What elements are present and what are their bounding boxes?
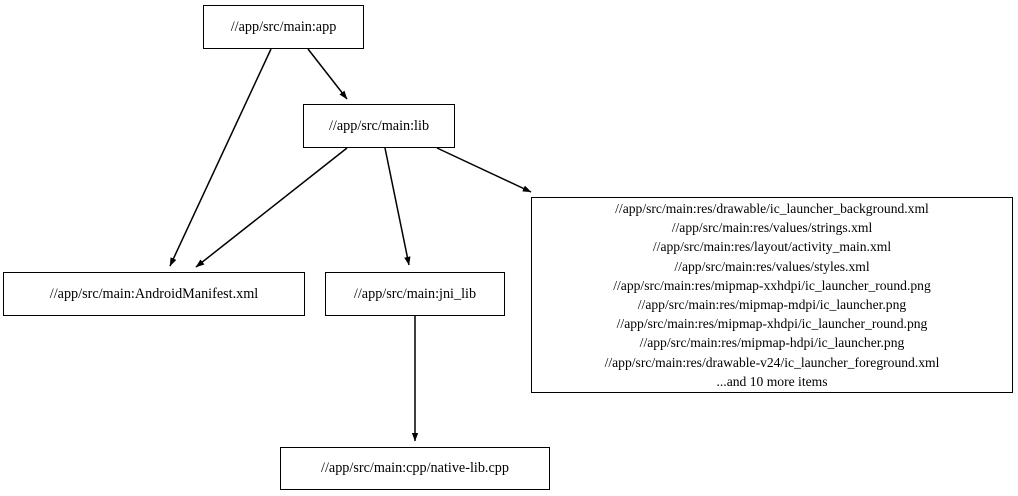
node-jni-lib-label: //app/src/main:jni_lib (353, 285, 477, 302)
node-native-lib-cpp[interactable]: //app/src/main:cpp/native-lib.cpp (280, 447, 550, 490)
node-resources-group[interactable]: //app/src/main:res/drawable/ic_launcher_… (531, 197, 1013, 393)
edge-lib-to-manifest (195, 147, 348, 268)
node-native-lib-cpp-label: //app/src/main:cpp/native-lib.cpp (321, 460, 509, 476)
node-android-manifest-label: //app/src/main:AndroidManifest.xml (49, 285, 259, 302)
node-resources-group-label: //app/src/main:res/drawable/ic_launcher_… (604, 200, 940, 389)
node-lib[interactable]: //app/src/main:lib (303, 104, 455, 148)
edge-lib-to-jni-lib (384, 147, 411, 266)
node-jni-lib[interactable]: //app/src/main:jni_lib (325, 272, 505, 316)
node-lib-label: //app/src/main:lib (328, 117, 430, 134)
edge-app-to-lib (307, 48, 348, 100)
node-app-label: //app/src/main:app (230, 18, 337, 35)
edge-app-to-manifest (169, 48, 272, 267)
edge-lib-to-resources (436, 147, 532, 193)
node-app[interactable]: //app/src/main:app (203, 5, 364, 49)
node-android-manifest[interactable]: //app/src/main:AndroidManifest.xml (3, 272, 305, 316)
